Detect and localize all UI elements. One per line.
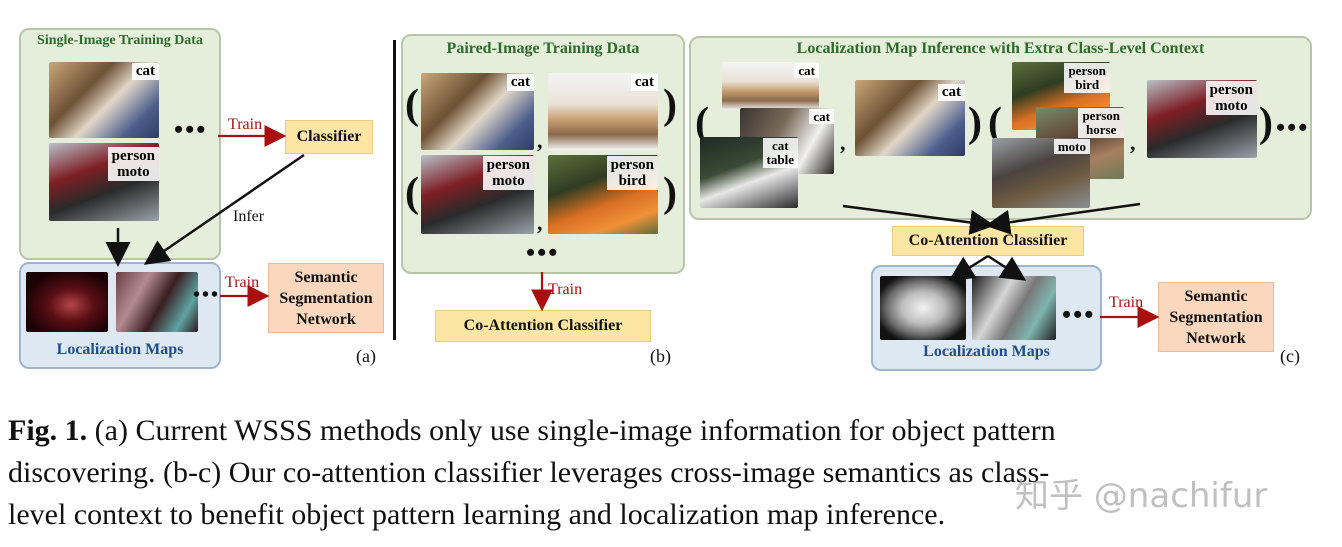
person-bird-image: person bird — [548, 155, 658, 234]
image-label: person bird — [1064, 63, 1110, 93]
image-label: cat — [630, 74, 658, 91]
infer-arrow — [143, 153, 305, 265]
localization-map-image — [116, 272, 198, 332]
image-label: moto — [1053, 139, 1090, 154]
comma: , — [840, 130, 846, 155]
subfigure-label-a: (a) — [356, 346, 376, 366]
close-paren: ) — [663, 82, 677, 128]
figure-number: Fig. 1. — [8, 414, 88, 447]
kittens-image: cat — [548, 73, 658, 150]
image-label: person bird — [606, 156, 658, 190]
open-paren: ( — [988, 100, 1002, 146]
panel-b-title: Paired-Image Training Data — [446, 40, 640, 57]
watermark: 知乎 @nachifur — [1015, 476, 1268, 516]
image-label: cat — [809, 109, 834, 124]
cat-image: cat — [49, 62, 159, 138]
person-moto-image: person moto — [421, 155, 534, 234]
image-label: cat — [794, 63, 819, 78]
panel-c-title: Localization Map Inference with Extra Cl… — [796, 40, 1205, 57]
close-paren: ) — [663, 170, 677, 216]
open-paren: ( — [405, 82, 419, 128]
more-groups-dots: ••• — [1276, 113, 1310, 142]
train-arrow-label: Train — [1109, 294, 1144, 311]
caption-text-1: (a) Current WSSS methods only use single… — [94, 414, 1056, 447]
image-label: cat table — [762, 138, 798, 168]
image-label: cat — [937, 84, 965, 101]
image-label: person moto — [107, 147, 159, 181]
more-pairs-dots: ••• — [526, 238, 560, 267]
group-to-classifier-arrow — [842, 204, 995, 235]
comma: , — [537, 210, 543, 235]
image-label: person moto — [1205, 81, 1257, 115]
open-paren: ( — [695, 100, 709, 146]
subfigure-label-c: (c) — [1280, 346, 1300, 366]
caption-line-3: level context to benefit object pattern … — [8, 498, 946, 531]
person-moto-image: person moto — [49, 143, 159, 221]
comma: , — [1130, 130, 1136, 155]
segmentation-network-box: Semantic Segmentation Network — [268, 263, 384, 333]
caption-line-2: discovering. (b-c) Our co-attention clas… — [8, 456, 1050, 489]
subfigure-label-b: (b) — [650, 346, 671, 366]
image-label: person moto — [482, 156, 534, 190]
localization-map-image — [972, 276, 1056, 340]
co-attention-classifier-box: Co-Attention Classifier — [892, 226, 1084, 256]
localization-map-image — [880, 276, 966, 340]
infer-label: Infer — [233, 208, 265, 225]
moto-image: moto — [992, 138, 1090, 208]
cat-table-image: cat table — [700, 137, 798, 208]
image-label: cat — [131, 63, 159, 80]
maps-title-c: Localization Maps — [923, 343, 1050, 360]
caption-line-1: Fig. 1. (a) Current WSSS methods only us… — [8, 410, 1338, 452]
figure-caption: Fig. 1. (a) Current WSSS methods only us… — [8, 410, 1338, 536]
maps-title-a: Localization Maps — [56, 341, 184, 358]
more-maps-dots: ••• — [193, 284, 221, 306]
image-label: person horse — [1078, 108, 1124, 138]
kittens-image: cat — [722, 62, 819, 110]
close-paren: ) — [968, 100, 982, 146]
divider-line — [393, 40, 396, 340]
localization-map-image — [26, 272, 108, 332]
cat-image: cat — [421, 73, 534, 150]
image-label: cat — [506, 74, 534, 91]
comma: , — [537, 128, 543, 153]
train-arrow-label: Train — [548, 281, 583, 298]
group-to-classifier-arrow — [985, 202, 1141, 235]
close-paren: ) — [1259, 100, 1273, 146]
open-paren: ( — [405, 170, 419, 216]
person-moto-image: person moto — [1147, 80, 1257, 158]
train-arrow-label: Train — [228, 116, 263, 133]
segmentation-network-box: Semantic Segmentation Network — [1158, 282, 1274, 352]
panel-a-title: Single-Image Training Data — [37, 33, 203, 48]
co-attention-classifier-box: Co-Attention Classifier — [435, 310, 651, 342]
more-images-dots: ••• — [174, 115, 208, 144]
classifier-to-map-arrow — [987, 254, 1027, 281]
cat-image: cat — [855, 80, 965, 156]
more-maps-dots: ••• — [1062, 300, 1096, 329]
classifier-to-map-arrow — [948, 254, 989, 281]
